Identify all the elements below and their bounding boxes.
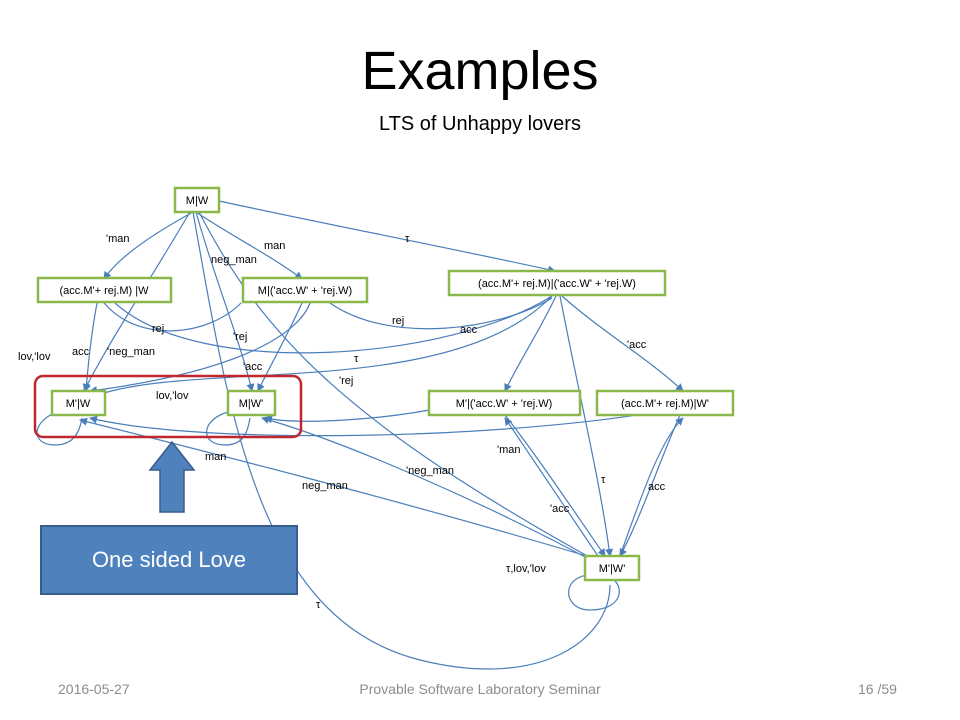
edge-sumsum-to-mpw [97,295,553,397]
footer-page-number: 16 /59 [858,681,897,697]
edge-label-man-quote-right: 'man [497,444,521,456]
edge-label-tau-top: τ [405,233,410,245]
edge-label-acc-quote-bottom: 'acc [550,503,570,515]
edge-label-rej-right: rej [392,315,404,327]
edge-label-man: man [264,240,285,252]
node-sumsum: (acc.M'+ rej.M)|('acc.W' + 'rej.W) [447,269,667,297]
slide-title: Examples [361,41,599,101]
edge-maccrej-acc [329,297,553,330]
node-accrejwp: (acc.M'+ rej.M)|W' [595,389,735,417]
edge-mpw-self [36,409,83,446]
footer-date: 2016-05-27 [58,681,130,697]
edge-label-rej-low: 'rej [339,375,353,387]
edge-mpwp-to-accrejwp [619,417,684,557]
node-sumsum-label: (acc.M'+ rej.M)|('acc.W' + 'rej.W) [478,278,636,290]
edge-mwp-self [206,411,251,446]
node-mpwp: M'|W' [583,554,641,582]
edge-mpwp-to-mpaccrej [504,417,599,557]
node-mpaccrej-label: M'|('acc.W' + 'rej.W) [456,398,553,410]
edge-label-lov-mid: lov,'lov [156,390,189,402]
node-mwp: M|W' [226,389,277,417]
edge-mpaccrej-to-mpwp [504,414,606,557]
edge-accrejw-rej [103,302,242,332]
node-accrejw-label: (acc.M'+ rej.M) |W [60,285,150,297]
edge-label-tau-right: τ [601,474,606,486]
edge-mpwp-to-mpw [79,417,601,561]
edge-label-tau-bottom: τ [316,599,321,611]
edge-mw-to-mwp [195,211,255,392]
edge-label-neg-man-left: 'neg_man [107,346,155,358]
edge-accrejwp-to-mpwp [619,414,681,557]
node-accrejw: (acc.M'+ rej.M) |W [36,276,173,304]
edge-mw-to-maccrej [195,211,303,280]
edge-mpaccrej-to-mwp [264,407,441,424]
node-mpaccrej: M'|('acc.W' + 'rej.W) [427,389,582,417]
edge-label-acc-far: 'acc [627,339,647,351]
node-mw: M|W [173,186,221,214]
one-sided-love-callout: One sided Love [40,525,298,595]
edge-mw-long-tau [192,211,611,670]
edge-accrejw-tau [114,295,553,354]
edge-label-lov-left: lov,'lov [18,351,51,363]
footer-title: Provable Software Laboratory Seminar [359,681,601,697]
edge-mw-to-mpw [83,211,191,392]
edges [36,200,684,670]
edge-label-acc-left: acc [72,346,90,358]
node-mwp-label: M|W' [239,398,264,410]
edge-mw-to-sumsum [218,200,556,274]
edge-mpwp-to-mwp [261,416,601,566]
edge-label-neg-man-bottom: neg_man [302,480,348,492]
edge-sumsum-to-mpwp [559,295,614,557]
edge-label-tau-mid: τ [354,353,359,365]
edge-accrejw-to-mpw [82,302,98,392]
edge-label-tau-lov: τ,lov,'lov [506,563,546,575]
edge-label-rej-left: rej [152,323,164,335]
edge-maccrej-rej-back [89,302,311,395]
edge-label-acc-bottom: acc [648,481,666,493]
edge-accrejwp-to-mpw [89,409,669,437]
edge-label-acc-mid: 'acc [243,361,263,373]
up-arrow-icon [148,440,196,513]
edge-label-man-out: 'man [106,233,130,245]
edge-mpwp-self [568,574,620,611]
highlight-box [33,374,303,439]
edge-label-man-low: man [205,451,226,463]
edge-label-neg-man-low: 'neg_man [406,465,454,477]
edge-label-neg-man-top: neg_man [211,254,257,266]
node-mpwp-label: M'|W' [599,563,626,575]
edge-label-rej-mid: 'rej [233,331,247,343]
edge-sumsum-to-accrejwp [561,295,684,392]
node-accrejwp-label: (acc.M'+ rej.M)|W' [621,398,709,410]
node-mw-label: M|W [186,195,209,207]
node-mpw-label: M'|W [66,398,91,410]
slide-subtitle: LTS of Unhappy lovers [379,113,581,135]
edge-label-acc-right: acc [460,324,478,336]
edge-sumsum-to-mpaccrej [504,295,557,392]
edge-maccrej-to-mwp [257,302,303,392]
node-maccrej-label: M|('acc.W' + 'rej.W) [258,285,352,297]
edge-mw-to-mpwp [198,211,601,564]
node-mpw: M'|W [50,389,107,417]
edge-mw-to-accrejw [103,211,194,280]
node-maccrej: M|('acc.W' + 'rej.W) [241,276,369,304]
